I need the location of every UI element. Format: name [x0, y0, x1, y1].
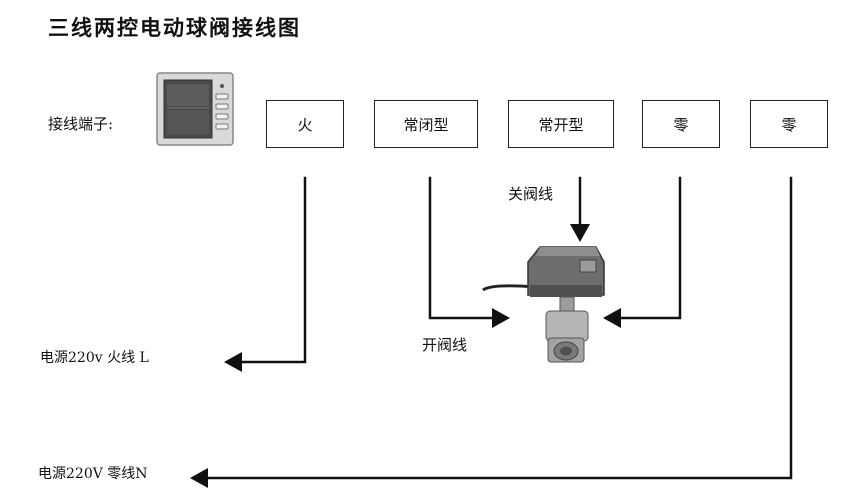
live-power-label: 电源220v 火线 L — [40, 350, 149, 366]
arrow-open — [492, 308, 510, 328]
terminal-live: 火 — [266, 100, 344, 148]
terminal-normally-open: 常开型 — [508, 100, 614, 148]
neutral-power-label: 电源220V 零线N — [38, 466, 148, 482]
neutral-wire-1 — [618, 176, 682, 320]
terminal-label: 接线端子: — [48, 115, 114, 133]
thermostat-panel-icon — [156, 72, 234, 146]
arrow-close — [570, 224, 590, 242]
close-wire-label: 关阀线 — [508, 185, 554, 203]
terminal-neutral-1: 零 — [642, 100, 720, 148]
neutral-wire-2 — [206, 176, 793, 480]
terminal-normally-closed: 常闭型 — [374, 100, 478, 148]
arrow-live — [224, 352, 242, 372]
arrow-neutral-1 — [603, 308, 621, 328]
live-wire — [238, 176, 307, 364]
page-title: 三线两控电动球阀接线图 — [48, 15, 301, 40]
normally-closed-wire — [428, 176, 496, 320]
open-wire-label: 开阀线 — [422, 336, 468, 354]
terminal-neutral-2: 零 — [750, 100, 828, 148]
motorized-ball-valve-icon — [482, 246, 605, 363]
arrow-neutral-2 — [190, 468, 208, 488]
